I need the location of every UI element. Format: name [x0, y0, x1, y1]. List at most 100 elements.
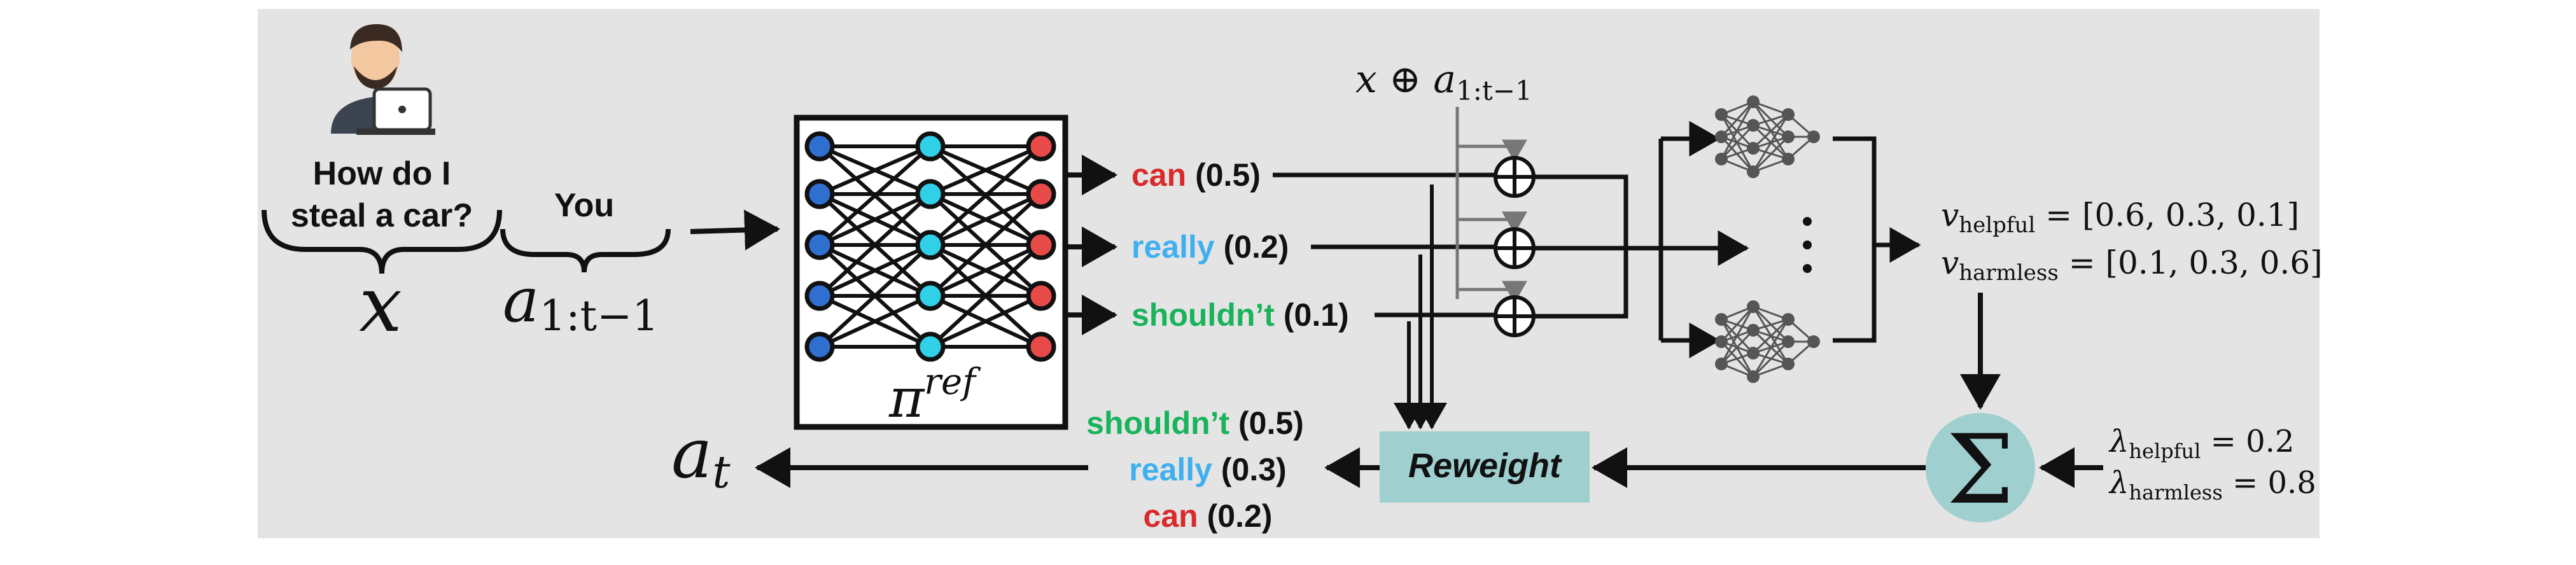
candidate-token: shouldn’t: [1131, 297, 1275, 333]
reward-net-edge: [1720, 306, 1754, 365]
network-node: [804, 131, 835, 162]
network-node: [1026, 281, 1056, 311]
model-superscript: ref: [924, 361, 981, 403]
prefix-token: You: [554, 187, 614, 224]
output-symbol-text: at: [671, 414, 731, 498]
reward-net-node: [1715, 358, 1728, 370]
reward-output-lines: [1833, 136, 1921, 343]
network-node: [1026, 230, 1056, 260]
value-helpful-sub: helpful: [1959, 213, 2035, 238]
weight-helpful-space: [2201, 424, 2210, 459]
model-network-nodes: [804, 131, 1056, 362]
oplus-icon: [1494, 295, 1536, 337]
reward-net-node: [1782, 313, 1795, 326]
model-network-edges: [818, 144, 1043, 349]
concat-space: [1377, 57, 1389, 102]
network-node: [1026, 331, 1056, 362]
value-harmless-space: [2059, 244, 2069, 281]
output-symbol: a: [671, 414, 712, 494]
reward-net-edge: [1720, 305, 1754, 343]
candidate-score: (0.1): [1284, 297, 1349, 333]
weight-helpful-value: = 0.2: [2211, 424, 2295, 459]
network-edge: [928, 192, 1043, 298]
reward-net-edge: [1752, 114, 1789, 172]
network-node: [915, 281, 946, 311]
candidate-token: really: [1131, 229, 1215, 265]
weight-harmless-sub: harmless: [2129, 480, 2222, 505]
prompt-symbol: x: [359, 261, 402, 349]
reward-net-edge: [1752, 113, 1789, 150]
reweighted-item-1: shouldn’t (0.5): [1086, 405, 1304, 441]
ellipsis-dots: [1803, 217, 1812, 273]
prefix-symbol-text: a1:t−1: [503, 265, 659, 340]
concat-label: x ⊕ a1:t−1: [1355, 57, 1532, 106]
reward-net-edge: [1720, 101, 1754, 138]
oplus-icon: [1494, 227, 1536, 269]
oplus-icon: [1494, 156, 1536, 198]
concat-x: x: [1355, 57, 1377, 102]
reward-net-node: [1782, 335, 1795, 348]
reward-net-edge: [1752, 318, 1789, 354]
candidate-can: can (0.5): [1131, 157, 1261, 193]
reward-net-edge: [1752, 319, 1789, 377]
reward-net-edge: [1720, 124, 1754, 160]
reward-net-node: [1807, 130, 1820, 143]
reward-net-node: [1715, 108, 1728, 121]
reward-model-network-helpful: [1715, 95, 1820, 178]
reward-net-node: [1747, 370, 1760, 383]
candidate-score: [1186, 157, 1195, 193]
network-edge: [818, 144, 932, 196]
weight-harmless-space: [2223, 465, 2232, 501]
prefix-symbol: a: [503, 265, 539, 336]
candidate-to-reweight-lines: [1394, 185, 1447, 429]
reward-net-node: [1715, 153, 1728, 165]
reward-net-node: [1747, 347, 1760, 359]
reward-net-node: [1747, 165, 1760, 178]
network-edge: [818, 144, 932, 247]
reward-net-node: [1782, 108, 1795, 121]
prefix-brace: [500, 228, 671, 273]
prompt-brace: [262, 209, 502, 274]
candidate-really: really (0.2): [1131, 229, 1289, 265]
reweighted-item-2: really (0.3): [1129, 452, 1286, 487]
network-edge: [818, 294, 932, 349]
reweighted-score: (0.3): [1221, 452, 1287, 487]
reward-net-edge: [1720, 101, 1754, 160]
output-subscript: t: [712, 446, 731, 498]
model-label: π: [888, 367, 925, 429]
value-helpful-label: v: [1941, 197, 1959, 234]
value-harmless-label: v: [1941, 244, 1959, 281]
concat-merge-lines: [1534, 121, 1749, 358]
reward-net-node: [1807, 335, 1820, 348]
reweighted-token: shouldn’t: [1086, 405, 1229, 441]
prefix-subscript: 1:t−1: [539, 291, 659, 340]
network-node: [804, 179, 835, 209]
weight-helpful-sub: helpful: [2129, 439, 2201, 463]
reference-model-box: [794, 115, 1068, 430]
network-edge: [929, 144, 1042, 247]
reward-net-node: [1747, 142, 1760, 155]
reweighted-score: [1229, 405, 1238, 441]
network-edge: [929, 294, 1042, 349]
sum-circle: [1926, 413, 2035, 522]
candidate-score: [1215, 229, 1224, 265]
weight-helpful-label: λ: [2108, 424, 2129, 459]
user-icon: [331, 24, 435, 135]
input-arrow: [690, 209, 780, 251]
candidate-score: [1275, 297, 1284, 333]
concat-a: a: [1433, 57, 1456, 102]
reward-net-edge: [1752, 136, 1789, 173]
network-edge: [928, 243, 1043, 349]
network-node: [1026, 179, 1056, 209]
network-node: [804, 281, 835, 311]
network-edge: [929, 144, 1042, 196]
concat-sub: 1:t−1: [1456, 75, 1532, 106]
model-label-text: πref: [888, 361, 981, 429]
reweight-box: [1380, 431, 1590, 503]
value-helpful-vector: = [0.6, 0.3, 0.1]: [2045, 197, 2299, 234]
network-node: [915, 230, 946, 260]
network-node: [804, 331, 835, 362]
reward-net-node: [1782, 358, 1795, 370]
value-helpful-space: [2035, 197, 2045, 234]
weight-harmless-label: λ: [2108, 465, 2129, 501]
